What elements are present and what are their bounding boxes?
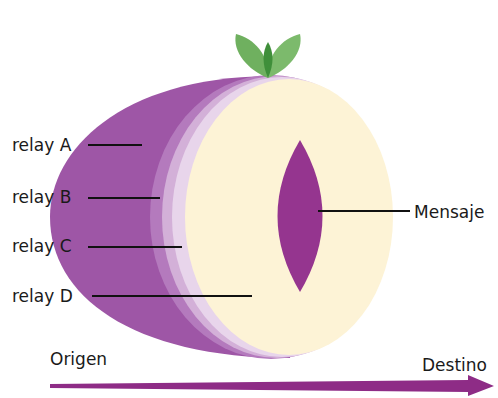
leaf (268, 34, 301, 78)
onion-layer (162, 76, 392, 358)
onion-layer (150, 75, 392, 359)
leader-line (88, 246, 182, 248)
callout-label: relay B (12, 187, 71, 207)
leaf (235, 34, 268, 78)
leaf-overlap (264, 42, 273, 78)
direction-label: Origen (50, 349, 107, 369)
callout-label: Mensaje (414, 202, 484, 222)
callout-label: relay A (12, 135, 71, 155)
callout-label: relay C (12, 236, 72, 256)
leader-line (88, 144, 142, 146)
leader-line (88, 197, 160, 199)
callout-label: relay D (12, 286, 73, 306)
direction-label: Destino (422, 355, 487, 375)
leader-line (318, 210, 410, 212)
onion-layer (172, 77, 392, 357)
onion-core (185, 79, 393, 355)
message-core (278, 140, 323, 292)
direction-arrow (50, 375, 494, 396)
leader-line (92, 295, 252, 297)
